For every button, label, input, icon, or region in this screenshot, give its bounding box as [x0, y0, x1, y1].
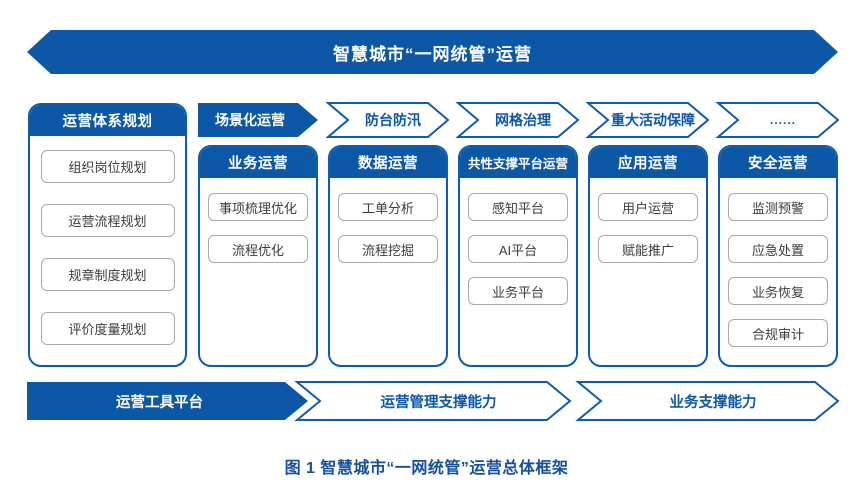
panel-header: 安全运营 — [720, 147, 836, 178]
arrow-label: ...... — [769, 113, 796, 127]
list-item: 业务平台 — [468, 277, 568, 305]
panel-header: 数据运营 — [330, 147, 446, 178]
list-item: 规章制度规划 — [40, 258, 175, 291]
list-item: 运营流程规划 — [40, 204, 175, 237]
operation-columns: 业务运营 事项梳理优化 流程优化 数据运营 工单分析 流程挖掘 共性支撑平台运营… — [198, 145, 838, 367]
panel-application-operations: 应用运营 用户运营 赋能推广 — [588, 145, 708, 367]
list-item: 应急处置 — [728, 235, 828, 263]
arrow-operation-management-support: 运营管理支撑能力 — [297, 382, 570, 420]
arrow-label: 业务支撑能力 — [669, 394, 757, 411]
list-item: 事项梳理优化 — [208, 193, 308, 221]
chevron-arrow-shape — [328, 103, 448, 137]
arrow-operation-tool-platform: 运营工具平台 — [27, 382, 308, 420]
chevron-arrow-shape — [297, 382, 570, 420]
chevron-arrow-shape — [718, 103, 838, 137]
arrow-scenario-operations: 场景化运营 — [198, 103, 318, 137]
arrow-label: 运营管理支撑能力 — [380, 394, 497, 411]
arrow-label: 重大活动保障 — [611, 112, 695, 128]
arrow-grid-governance: 网格治理 — [458, 103, 578, 137]
list-item: AI平台 — [468, 235, 568, 263]
panel-common-platform-operations: 共性支撑平台运营 感知平台 AI平台 业务平台 — [458, 145, 578, 367]
panel-business-operations: 业务运营 事项梳理优化 流程优化 — [198, 145, 318, 367]
chevron-arrow-shape — [588, 103, 708, 137]
banner-title: 智慧城市“一网统管”运营 — [333, 44, 532, 64]
panel-item-list: 感知平台 AI平台 业务平台 — [460, 193, 576, 305]
chevron-arrow-shape — [578, 382, 838, 420]
list-item: 合规审计 — [728, 319, 828, 347]
list-item: 流程挖掘 — [338, 235, 438, 263]
banner-hexagon-shape — [27, 30, 838, 74]
arrow-major-event-support: 重大活动保障 — [588, 103, 708, 137]
list-item: 监测预警 — [728, 193, 828, 221]
title-banner: 智慧城市“一网统管”运营 — [27, 30, 838, 74]
panel-security-operations: 安全运营 监测预警 应急处置 业务恢复 合规审计 — [718, 145, 838, 367]
arrow-label: 运营工具平台 — [116, 394, 203, 411]
panel-item-list: 用户运营 赋能推广 — [590, 193, 706, 263]
list-item: 流程优化 — [208, 235, 308, 263]
arrow-label: 防台防汛 — [365, 112, 421, 128]
panel-header: 业务运营 — [200, 147, 316, 178]
list-item: 赋能推广 — [598, 235, 698, 263]
arrow-shape — [198, 103, 318, 137]
list-item: 组织岗位规划 — [40, 150, 175, 183]
arrow-label: 场景化运营 — [215, 112, 285, 128]
panel-item-list: 事项梳理优化 流程优化 — [200, 193, 316, 263]
arrow-business-support: 业务支撑能力 — [578, 382, 838, 420]
panel-header: 共性支撑平台运营 — [460, 147, 576, 178]
list-item: 用户运营 — [598, 193, 698, 221]
panel-data-operations: 数据运营 工单分析 流程挖掘 — [328, 145, 448, 367]
panel-header: 应用运营 — [590, 147, 706, 178]
arrow-more-scenarios: ...... — [718, 103, 838, 137]
figure-caption: 图 1 智慧城市“一网统管”运营总体框架 — [284, 460, 569, 477]
panel-item-list: 工单分析 流程挖掘 — [330, 193, 446, 263]
list-item: 感知平台 — [468, 193, 568, 221]
list-item: 工单分析 — [338, 193, 438, 221]
panel-operation-system-planning: 运营体系规划 组织岗位规划 运营流程规划 规章制度规划 评价度量规划 — [28, 103, 187, 367]
panel-item-list: 监测预警 应急处置 业务恢复 合规审计 — [720, 193, 836, 347]
panel-item-list: 组织岗位规划 运营流程规划 规章制度规划 评价度量规划 — [30, 150, 185, 345]
arrow-shape — [27, 382, 308, 420]
panel-header: 运营体系规划 — [30, 105, 185, 136]
arrow-label: 网格治理 — [495, 112, 551, 128]
scenario-arrow-row: 场景化运营 防台防汛 网格治理 重大活动保障 ...... — [198, 103, 838, 137]
arrow-flood-typhoon-prevention: 防台防汛 — [328, 103, 448, 137]
list-item: 业务恢复 — [728, 277, 828, 305]
chevron-arrow-shape — [458, 103, 578, 137]
list-item: 评价度量规划 — [40, 312, 175, 345]
